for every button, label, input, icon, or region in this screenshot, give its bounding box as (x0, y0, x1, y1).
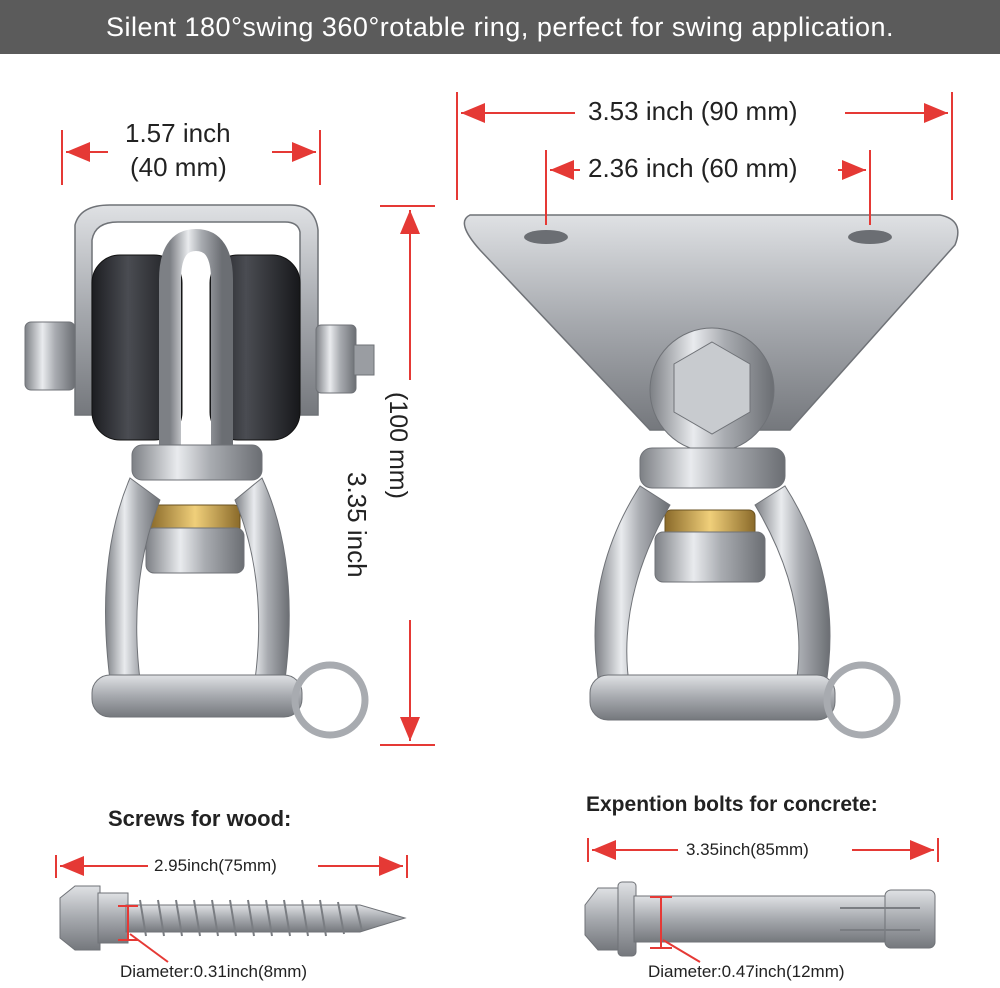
wood-screw-diameter-label: Diameter:0.31inch(8mm) (120, 962, 308, 981)
banner-text: Silent 180°swing 360°rotable ring, perfe… (105, 11, 895, 42)
center-bolt (673, 341, 751, 435)
left-height-metric-label: (100 mm) (383, 392, 412, 499)
nut-right (315, 324, 357, 394)
concrete-bolt-heading: Expention bolts for concrete: (586, 793, 878, 816)
right-outer-width-label: 3.53 inch (90 mm) (588, 96, 798, 126)
right-inner-width-label: 2.36 inch (60 mm) (588, 153, 798, 183)
concrete-bolt-diameter-label: Diameter:0.47inch(12mm) (648, 962, 845, 981)
concrete-bolt-length-label: 3.35inch(85mm) (686, 840, 809, 859)
left-height-inch: 3.35 inch (342, 472, 372, 578)
top-banner: Silent 180°swing 360°rotable ring, perfe… (0, 0, 1000, 54)
wood-screw-length-label: 2.95inch(75mm) (154, 856, 277, 875)
right-hanger-front-view (463, 214, 959, 739)
left-hanger-side-view (24, 204, 375, 739)
split-ring (291, 661, 369, 739)
expansion-bolt (584, 881, 936, 957)
left-height-mm: (100 mm) (384, 392, 412, 499)
dimension-lines (55, 92, 953, 963)
clevis-pin (91, 674, 303, 718)
plate-hole-left (524, 230, 568, 244)
wood-screw (59, 885, 407, 951)
plate-hole-right (848, 230, 892, 244)
left-width-metric-label: (40 mm) (130, 152, 227, 182)
wood-screw-heading: Screws for wood: (108, 806, 292, 831)
nut-left (24, 321, 76, 391)
mounting-plate (463, 214, 959, 431)
left-width-label: 1.57 inch (125, 118, 231, 148)
left-height-label: 3.35 inch (341, 472, 372, 578)
